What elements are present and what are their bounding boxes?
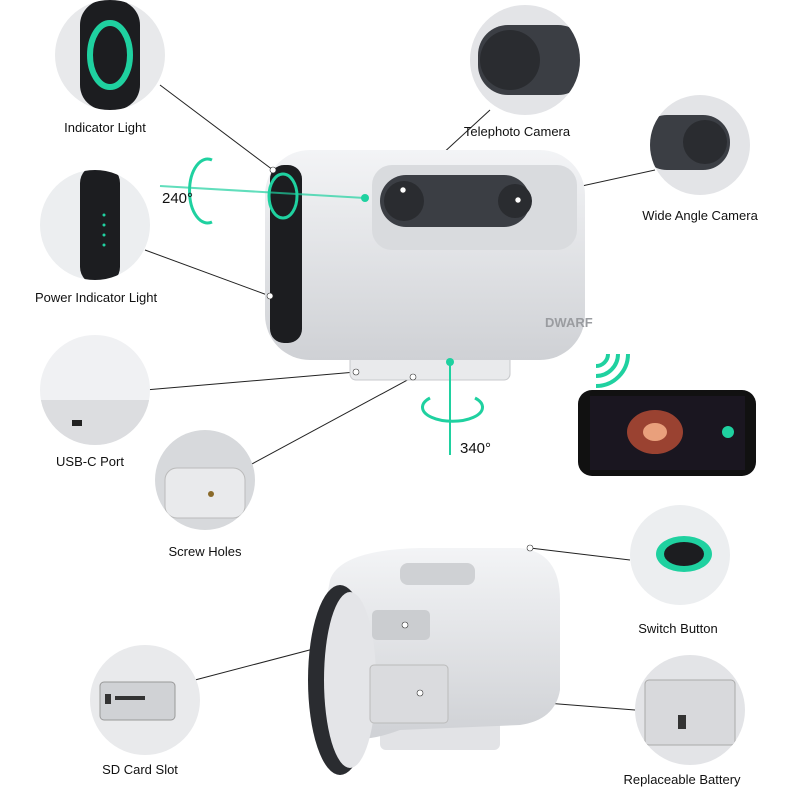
label-indicator-light: Indicator Light — [64, 120, 146, 135]
horizontal-rotate-arrow-icon — [188, 157, 213, 225]
label-telephoto-camera: Telephoto Camera — [463, 124, 571, 139]
rotation-arrows — [188, 157, 484, 423]
label-usb-c-port: USB-C Port — [56, 454, 124, 469]
dwarf-device-rear — [308, 544, 560, 775]
inset-screw-holes — [155, 430, 255, 530]
rotation-240-label: 240° — [162, 190, 194, 207]
vertical-rotate-arrow-icon — [421, 396, 484, 423]
inset-telephoto-camera — [470, 5, 580, 115]
label-wide-angle-camera: Wide Angle Camera — [642, 208, 758, 223]
rotation-340-label: 340° — [460, 440, 492, 457]
label-switch-button: Switch Button — [638, 621, 718, 636]
wifi-icon — [595, 353, 630, 388]
label-power-indicator-light: Power Indicator Light — [34, 290, 158, 305]
inset-wide-angle-camera — [650, 95, 750, 195]
label-screw-holes: Screw Holes — [168, 544, 242, 559]
inset-usb-c-port — [40, 335, 150, 445]
inset-switch-button — [630, 505, 730, 605]
inset-replaceable-battery — [635, 655, 745, 765]
label-replaceable-battery: Replaceable Battery — [623, 772, 741, 787]
label-sd-card-slot: SD Card Slot — [102, 762, 178, 777]
dwarf-device-front: DWARF — [159, 150, 593, 455]
inset-indicator-light — [55, 0, 165, 110]
inset-power-indicator — [40, 170, 150, 280]
brand-logo: DWARF — [545, 315, 593, 330]
inset-sd-card-slot — [90, 645, 200, 755]
smartphone-app — [578, 390, 756, 476]
